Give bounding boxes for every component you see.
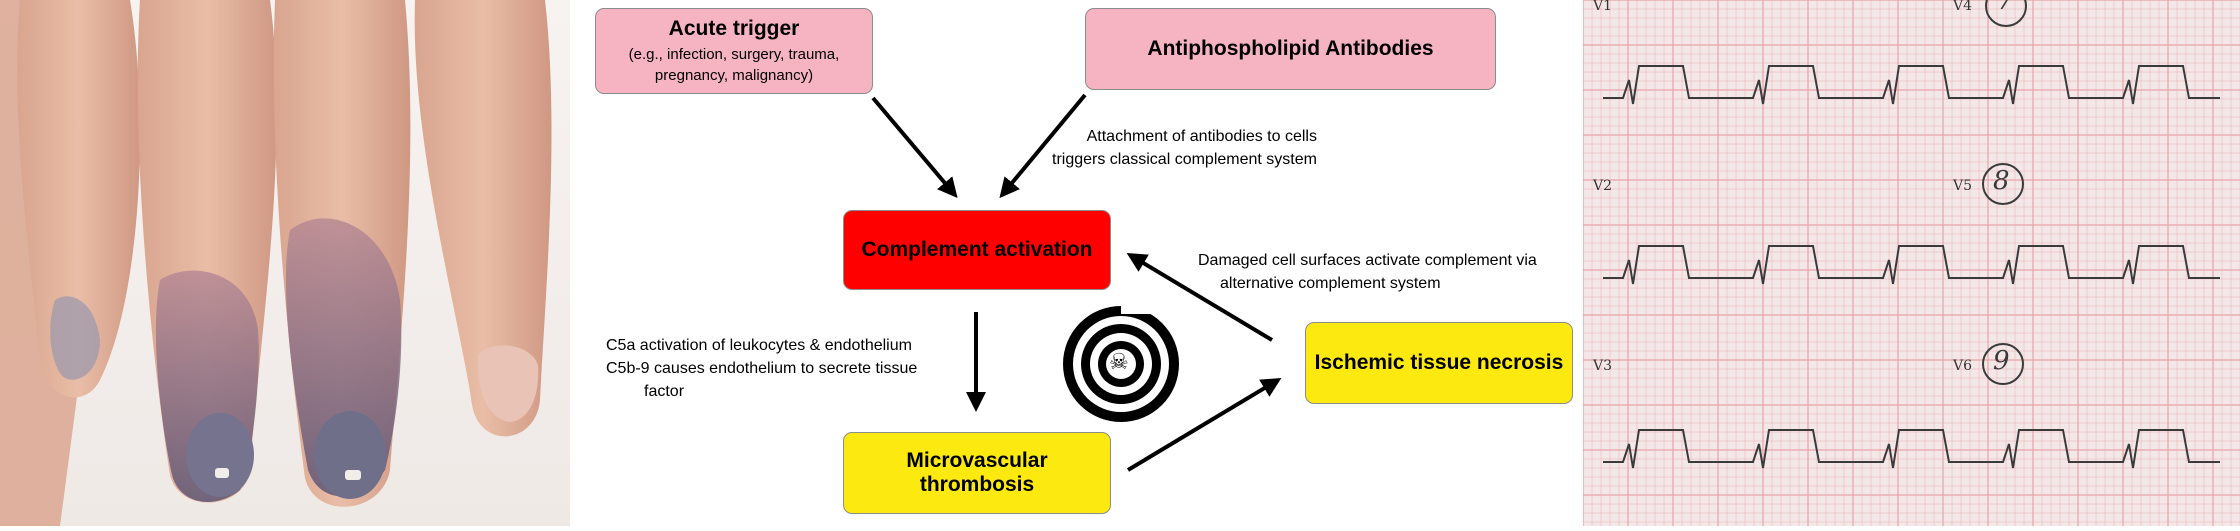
antibodies-title: Antiphospholipid Antibodies xyxy=(1147,37,1433,61)
microvascular-thrombosis-box: Microvascular thrombosis xyxy=(843,432,1111,514)
ischemic-necrosis-box: Ischemic tissue necrosis xyxy=(1305,322,1573,404)
complement-activation-box: Complement activation xyxy=(843,210,1111,290)
ischemic-necrosis-title: Ischemic tissue necrosis xyxy=(1315,351,1564,375)
thrombosis-line-1: Microvascular xyxy=(906,449,1047,473)
acute-trigger-examples: (e.g., infection, surgery, trauma, pregn… xyxy=(629,44,840,86)
note-classical-complement: Attachment of antibodies to cells trigge… xyxy=(1052,125,1317,171)
ecg-strip: V1 V2 V3 V4 V5 V6 7 8 9 xyxy=(1583,0,2240,526)
antibodies-box: Antiphospholipid Antibodies xyxy=(1085,8,1496,90)
note-alternative-complement: Damaged cell surfaces activate complemen… xyxy=(1198,249,1537,295)
complement-activation-title: Complement activation xyxy=(861,238,1092,262)
skull-icon: ☠ xyxy=(1109,349,1129,377)
acute-trigger-title: Acute trigger xyxy=(669,17,800,41)
acute-trigger-box: Acute trigger (e.g., infection, surgery,… xyxy=(595,8,873,94)
circle-marks xyxy=(1583,0,2240,526)
thrombosis-line-2: thrombosis xyxy=(920,473,1034,497)
note-c5a-c5b9: C5a activation of leukocytes & endotheli… xyxy=(606,334,917,403)
arrow-trigger-to-complement xyxy=(873,98,955,195)
